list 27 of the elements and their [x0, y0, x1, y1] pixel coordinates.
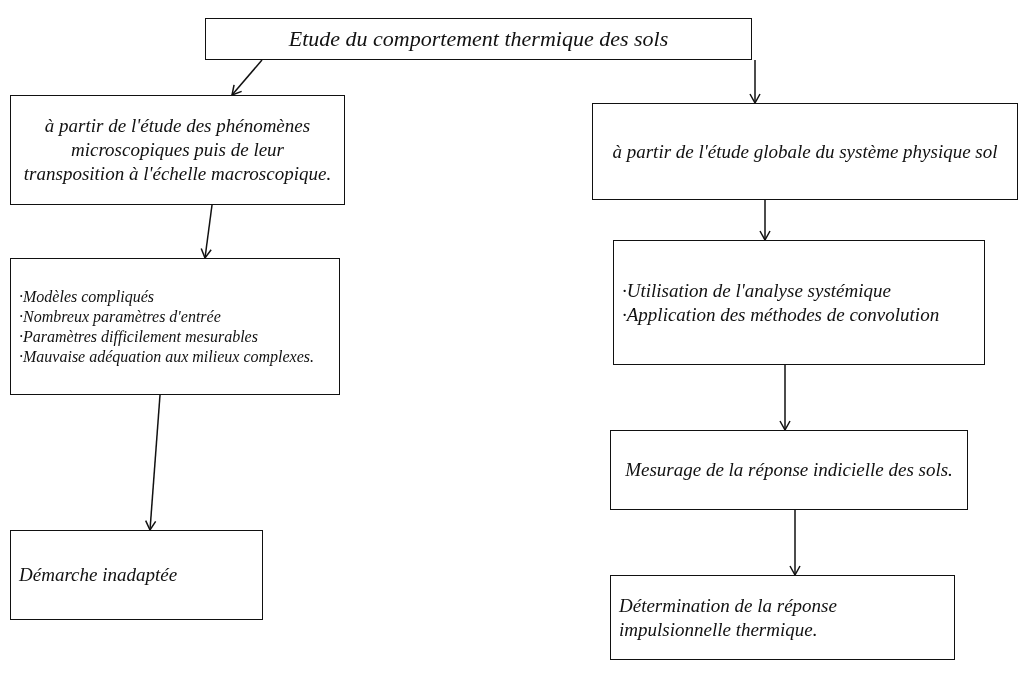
- arrow: [779, 364, 791, 431]
- arrow: [144, 394, 161, 531]
- box-text: ·Paramètres difficilement mesurables: [19, 326, 259, 347]
- process-box: [592, 103, 1018, 200]
- box-text: Mesurage de la réponse indicielle des sols.: [624, 458, 954, 482]
- arrow: [789, 509, 801, 576]
- box-text: Détermination de la réponse impulsionnelle thermique.: [619, 593, 838, 642]
- arrow: [759, 199, 771, 241]
- box-text: ·Utilisation de l'analyse systémique: [622, 278, 892, 303]
- box-text: à partir de l'étude globale du système physique sol: [611, 139, 999, 164]
- process-box: [613, 240, 985, 365]
- box-text: ·Modèles compliqués: [19, 286, 156, 307]
- box-text: Etude du comportement thermique des sols: [287, 25, 670, 53]
- process-box: [610, 430, 968, 510]
- arrow: [231, 59, 263, 96]
- process-box: [205, 18, 752, 60]
- box-text: à partir de l'étude des phénomènes microscopiques puis de leur transposition à l'échelle macroscopique.: [22, 114, 333, 186]
- process-box: [610, 575, 955, 660]
- box-text: ·Mauvaise adéquation aux milieux complexes.: [19, 346, 316, 367]
- arrow: [749, 59, 761, 104]
- box-text: ·Application des méthodes de convolution: [622, 302, 941, 327]
- process-box: [10, 95, 345, 205]
- box-text: Démarche inadaptée: [19, 563, 179, 587]
- process-box: [10, 258, 340, 395]
- arrow: [200, 204, 213, 259]
- box-text: ·Nombreux paramètres d'entrée: [19, 306, 222, 327]
- process-box: [10, 530, 263, 620]
